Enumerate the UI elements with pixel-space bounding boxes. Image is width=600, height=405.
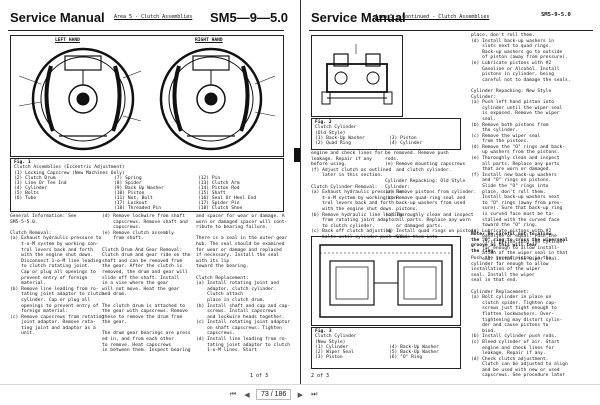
part-entry: (12) Pin	[198, 176, 221, 181]
fig2-drawing	[311, 35, 403, 117]
left-column-2: (d) Remove lockwire from shaft capscrews…	[102, 214, 191, 354]
right-page: Service Manual Area 5 - Continued - Clut…	[300, 0, 600, 384]
right-hand-label: RIGHT HAND	[195, 38, 223, 43]
middle-column-1: engine and check lines for leakage. Repa…	[311, 151, 406, 240]
next-page-button[interactable]: ▶	[295, 389, 305, 400]
part-entry: (3) Piston	[389, 136, 417, 141]
part-entry: (14) Piston Rod	[198, 186, 240, 191]
part-entry: (16) Seal Or Heel End	[198, 196, 257, 201]
first-page-button[interactable]: ⏮	[228, 389, 238, 400]
part-entry: (1) Back-Up Washer	[315, 136, 365, 141]
page-number: 2 of 3	[311, 373, 330, 379]
fig1-legend: Fig. 1 Clutch Assemblies (Eccentric Adju…	[10, 158, 284, 212]
part-entry: (10) Piston	[114, 191, 145, 196]
part-entry: (4) Cylinder	[14, 186, 48, 191]
part-entry: (2) Quad Ring	[315, 141, 351, 146]
part-entry: (3) Line Or Tee Ind	[14, 181, 67, 186]
page-header: Service Manual	[311, 10, 406, 25]
fig3-legend: Fig. 3 Clutch Cylinder (New Style) (1) C…	[311, 327, 461, 369]
page-subheader: Area 5 - Continued - Clutch Assemblies	[375, 14, 490, 20]
part-entry: (2) Wiper Seal	[315, 350, 354, 355]
part-entry: (5) Bolts	[14, 191, 39, 196]
page-indicator[interactable]: 73 / 186	[256, 389, 292, 400]
part-entry: (13) Clutch Arm	[198, 181, 240, 186]
fig2-title: Fig. 2	[315, 120, 332, 125]
middle-column-2: be removed. Remove push rods. (e) Remove…	[385, 151, 480, 240]
cylinder-old-style-drawing	[321, 44, 393, 105]
part-entry: (18) Threaded Pin	[114, 206, 162, 211]
last-page-button[interactable]: ⏭	[309, 389, 319, 400]
part-entry: (17) Spider Pin	[198, 201, 240, 206]
header-rule	[8, 30, 284, 31]
right-column-2: Push the second piston in the cylinder f…	[471, 256, 568, 379]
part-entry: (11) Nut, Bolt	[114, 196, 153, 201]
fig3-title: Fig. 3	[315, 329, 332, 334]
right-column-1: place, don't roll them. (d) Install back…	[471, 33, 571, 262]
page-subheader: Area 5 - Clutch Assemblies	[114, 14, 193, 20]
left-page: Service Manual Area 5 - Clutch Assemblie…	[0, 0, 291, 384]
page-navigation: ⏮ ◀ 73 / 186 ▶ ⏭	[228, 388, 372, 401]
prev-page-icon: ◀	[244, 391, 250, 399]
part-entry: (7) Spring	[114, 176, 142, 181]
fig2-caption: Clutch Cylinder (Old Style)	[315, 125, 357, 136]
section-tab-marker	[294, 148, 300, 162]
fig1-title: Fig. 1	[14, 160, 31, 165]
fig1-caption: Clutch Assemblies (Eccentric Adjustment)	[14, 165, 125, 170]
page-code: SM5-9-5.0	[541, 12, 571, 18]
prev-page-button[interactable]: ◀	[242, 389, 252, 400]
part-entry: (17) Lockout	[114, 201, 148, 206]
part-entry: (15) Shaft	[198, 191, 226, 196]
left-hand-label: LEFT HAND	[55, 38, 80, 43]
page-header: Service Manual	[10, 10, 105, 25]
part-entry: (3) Piston	[315, 355, 343, 360]
part-entry: (4) Cylinder	[389, 141, 423, 146]
cylinder-new-style-drawing	[319, 244, 453, 318]
part-entry: (6) "O" Ring	[389, 355, 423, 360]
clutch-drawing	[18, 47, 276, 151]
next-page-icon: ▶	[297, 391, 303, 399]
left-column-1: General Information: See SM5-5-5.0. Clut…	[10, 214, 105, 337]
part-entry: (4) Back-Up Washer	[389, 345, 439, 350]
clutch-diagram: LEFT HAND RIGHT HAND	[10, 35, 284, 157]
fig3-drawing	[311, 236, 461, 326]
part-entry: (9) Back Up Washer	[114, 186, 164, 191]
part-entry: (18) Clutch Shoe	[198, 206, 243, 211]
part-entry: (6) Tube	[14, 196, 37, 201]
page-code: SM5—9—5.0	[210, 10, 289, 25]
first-page-icon: ⏮	[229, 390, 237, 398]
part-entry: (8) Spider	[114, 181, 142, 186]
fig3-caption: Clutch Cylinder (New Style)	[315, 334, 357, 345]
part-entry: (1) Locking Capscrew (New Machines Only)	[14, 171, 125, 176]
page-gutter	[290, 0, 300, 384]
part-entry: (1) Cylinder	[315, 345, 349, 350]
part-entry: (2) Clutch Drum	[14, 176, 56, 181]
part-entry: (5) Back-Up Washer	[389, 350, 439, 355]
viewer-toolbar: ⏮ ◀ 73 / 186 ▶ ⏭	[0, 384, 600, 405]
left-column-3: and spacer for wear or damage. A worn or…	[196, 214, 291, 354]
page-number: 1 of 3	[250, 373, 269, 379]
header-rule	[309, 30, 593, 31]
last-page-icon: ⏭	[311, 390, 318, 398]
fig2-legend: Fig. 2 Clutch Cylinder (Old Style) (1) B…	[311, 118, 461, 150]
note-text: Note: Be careful not to allow the "O" ri…	[471, 232, 568, 254]
